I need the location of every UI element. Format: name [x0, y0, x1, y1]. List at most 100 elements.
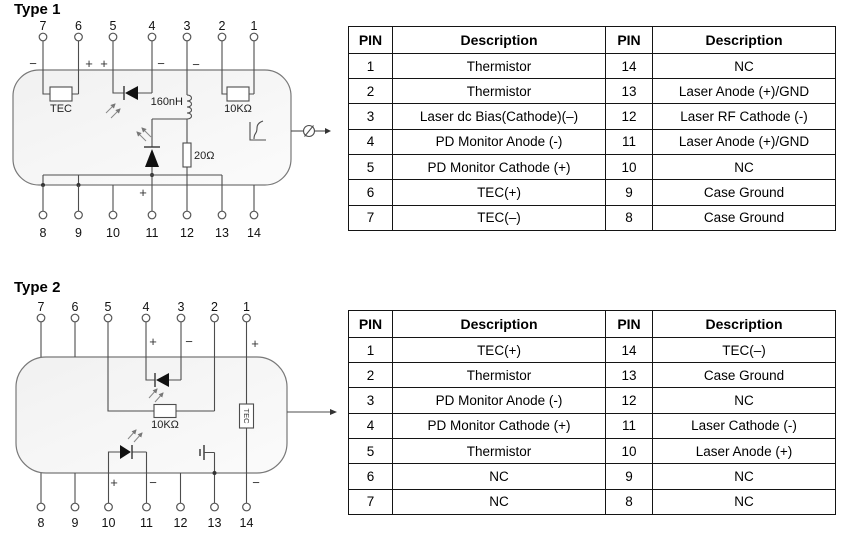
pin-cell: 9	[605, 179, 653, 206]
type1-top-pin-circles	[38, 32, 259, 42]
desc-cell: NC	[392, 463, 606, 490]
fiber-output-icon	[291, 124, 331, 138]
desc-cell: Case Ground	[652, 204, 836, 232]
type2-package-outline	[15, 356, 288, 474]
pin-number: 5	[110, 19, 117, 33]
pin-cell: 2	[348, 78, 393, 105]
pin-number: 4	[149, 19, 156, 33]
desc-cell: NC	[652, 52, 836, 80]
type2-bottom-pin-circles	[36, 502, 251, 512]
pin-cell: 2	[348, 362, 393, 389]
desc-cell: PD Monitor Anode (-)	[392, 387, 606, 414]
pin-cell: 6	[348, 463, 393, 490]
col-header: PIN	[348, 26, 393, 54]
pin-number: 6	[75, 19, 82, 33]
desc-cell: NC	[652, 154, 836, 181]
pin-number: 10	[102, 516, 116, 530]
type1-pin-table: PIN Description PIN Description 1 Thermi…	[348, 26, 836, 232]
polarity-sign: +	[100, 56, 108, 71]
laser-diode-icon	[136, 119, 160, 211]
pin-cell: 14	[605, 52, 653, 80]
pin-number: 13	[215, 226, 229, 240]
pin-cell: 6	[348, 179, 393, 206]
pin-number: 6	[72, 300, 79, 314]
table-row: 3 PD Monitor Anode (-) 12 NC	[348, 387, 836, 414]
pin-number: 8	[38, 516, 45, 530]
col-header: PIN	[605, 310, 653, 338]
output-arrow	[287, 409, 337, 415]
desc-cell: Laser Anode (+)/GND	[652, 78, 836, 105]
pin-cell: 8	[605, 488, 653, 516]
col-header: PIN	[348, 310, 393, 338]
pin-number: 12	[174, 516, 188, 530]
type1-bottom-pin-circles	[38, 210, 259, 220]
nc-pin-leads-top	[40, 322, 76, 357]
table-row: 5 PD Monitor Cathode (+) 10 NC	[348, 154, 836, 181]
pin-number: 3	[178, 300, 185, 314]
pin-cell: 9	[605, 463, 653, 490]
polarity-sign: +	[139, 185, 147, 200]
desc-cell: TEC(+)	[392, 179, 606, 206]
table-row: 5 Thermistor 10 Laser Anode (+)	[348, 438, 836, 465]
polarity-sign: +	[85, 56, 93, 71]
polarity-sign: +	[110, 475, 118, 490]
desc-cell: Thermistor	[392, 438, 606, 465]
desc-cell: NC	[652, 387, 836, 414]
col-header: Description	[652, 26, 836, 54]
pin-number: 4	[143, 300, 150, 314]
desc-cell: PD Monitor Cathode (+)	[392, 154, 606, 181]
pin-number: 11	[146, 226, 159, 240]
table-row: 7 NC 8 NC	[348, 488, 836, 516]
table-row: 2 Thermistor 13 Case Ground	[348, 362, 836, 389]
col-header: Description	[652, 310, 836, 338]
pin-number: 14	[240, 516, 254, 530]
polarity-sign: −	[185, 334, 193, 349]
pin-number: 7	[38, 300, 45, 314]
desc-cell: Case Ground	[652, 179, 836, 206]
desc-cell: TEC(+)	[392, 336, 606, 364]
pin-number: 9	[75, 226, 82, 240]
inductor-icon: 160nH	[151, 41, 193, 120]
table-row: 4 PD Monitor Cathode (+) 11 Laser Cathod…	[348, 412, 836, 440]
col-header: Description	[392, 26, 606, 54]
pin-cell: 12	[605, 103, 653, 130]
pin-number: 12	[180, 226, 194, 240]
desc-cell: Thermistor	[392, 362, 606, 389]
pin-number: 8	[40, 226, 47, 240]
desc-cell: Thermistor	[392, 78, 606, 105]
pin-cell: 7	[348, 488, 393, 516]
nc-pin-leads-bottom	[40, 473, 182, 503]
desc-cell: PD Monitor Anode (-)	[392, 128, 606, 156]
table-row: 1 TEC(+) 14 TEC(–)	[348, 336, 836, 364]
polarity-sign: +	[149, 334, 157, 349]
type2-title: Type 2	[14, 279, 61, 296]
table-row: 7 TEC(–) 8 Case Ground	[348, 204, 836, 232]
type1-schematic: 7 6 5 4 3 2 1 − + + − − + TEC	[12, 19, 331, 240]
pin-number: 11	[140, 516, 153, 530]
pin-cell: 14	[605, 336, 653, 364]
table-row: 4 PD Monitor Anode (-) 11 Laser Anode (+…	[348, 128, 836, 156]
type1-title: Type 1	[14, 1, 61, 18]
pin-number: 3	[184, 19, 191, 33]
tec-label: TEC	[50, 103, 72, 115]
pin-cell: 4	[348, 128, 393, 156]
pin-number: 2	[211, 300, 218, 314]
pin-number: 10	[106, 226, 120, 240]
desc-cell: Laser RF Cathode (-)	[652, 103, 836, 130]
pin-cell: 12	[605, 387, 653, 414]
pin-cell: 10	[605, 154, 653, 181]
tec-element: TEC	[238, 322, 255, 503]
col-header: Description	[392, 310, 606, 338]
pin-number: 7	[40, 19, 47, 33]
pin-cell: 1	[348, 52, 393, 80]
bottom-pin-leads	[42, 185, 255, 211]
pin-cell: 11	[605, 128, 653, 156]
laser-diode-icon	[107, 429, 148, 503]
photodiode-icon	[145, 322, 182, 403]
table-row: 6 TEC(+) 9 Case Ground	[348, 179, 836, 206]
desc-cell: NC	[652, 463, 836, 490]
rf-resistor-label: 20Ω	[194, 150, 214, 162]
col-header: PIN	[605, 26, 653, 54]
polarity-sign: −	[252, 475, 260, 490]
